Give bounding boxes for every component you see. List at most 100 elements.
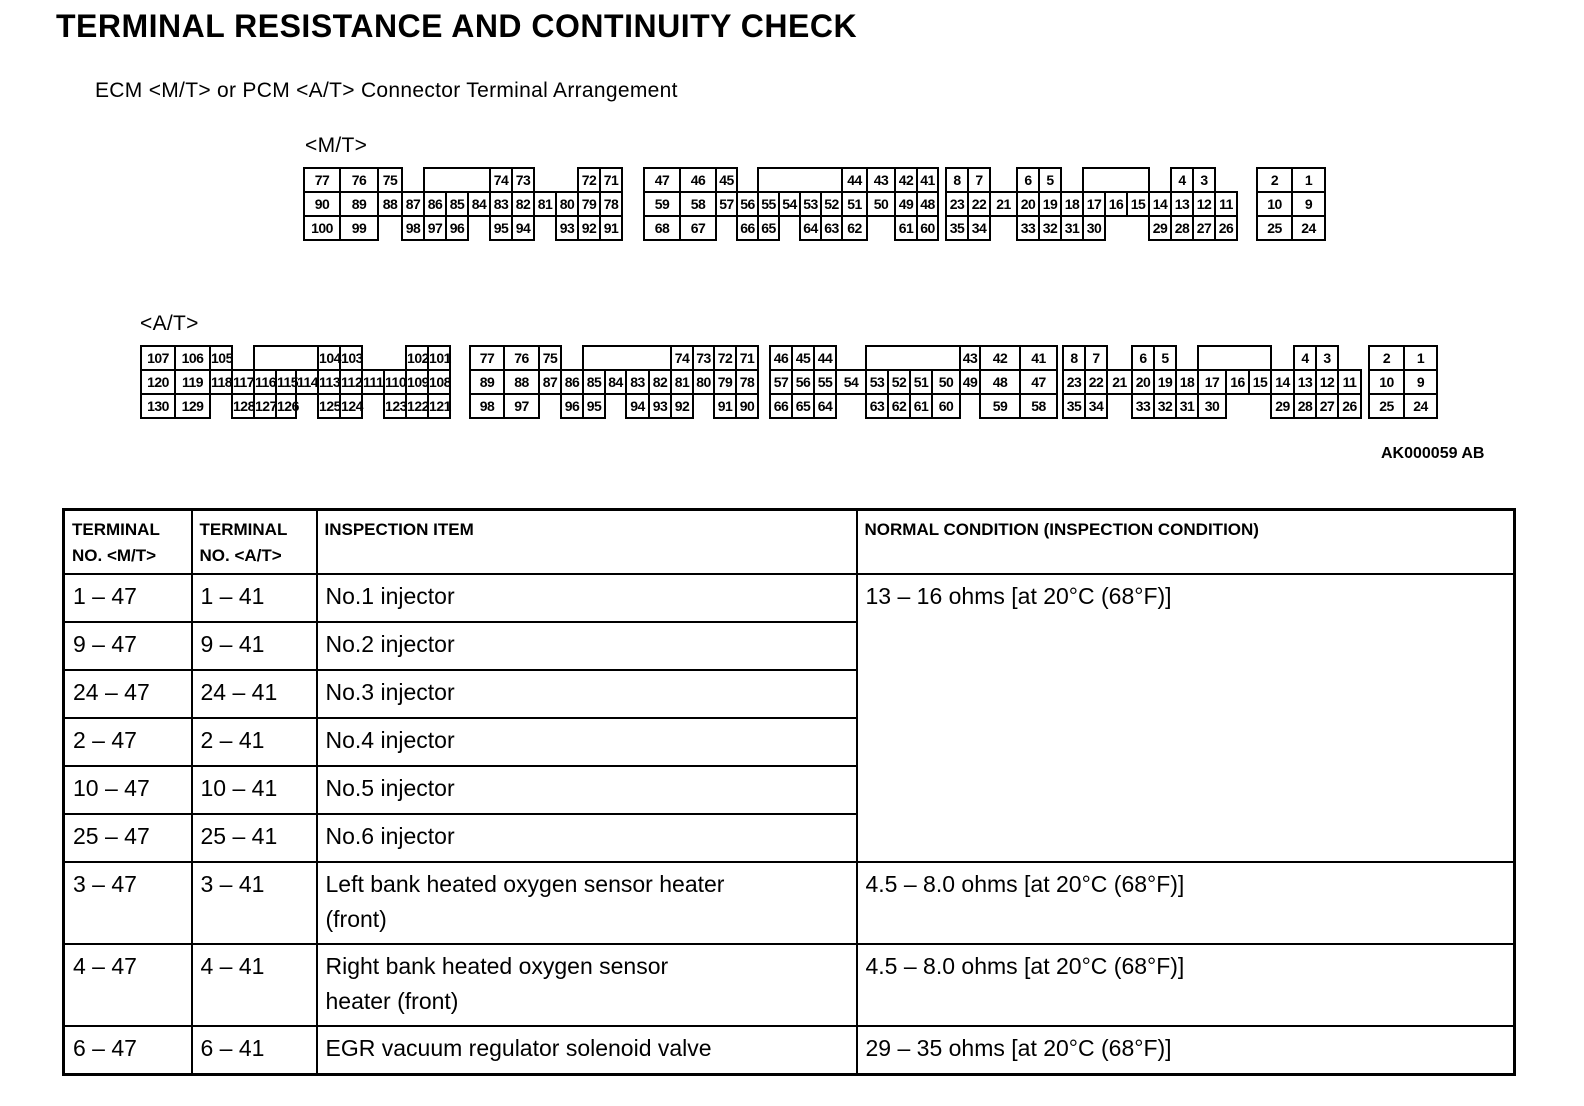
cell-inspection-item: No.2 injector xyxy=(315,621,858,671)
terminal-at-110: 110 xyxy=(383,369,408,395)
terminal-at-35: 35 xyxy=(1062,393,1087,419)
terminal-mt-28: 28 xyxy=(1170,215,1195,241)
connector-keyway xyxy=(1197,345,1273,371)
terminal-at-96: 96 xyxy=(560,393,585,419)
terminal-mt-57: 57 xyxy=(715,191,739,217)
terminal-at-4: 4 xyxy=(1293,345,1318,371)
terminal-at-71: 71 xyxy=(735,345,760,371)
connector-gap xyxy=(402,168,424,192)
terminal-at-13: 13 xyxy=(1293,369,1318,395)
cell-inspection-item: No.3 injector xyxy=(315,669,858,719)
connector-gap xyxy=(737,168,758,192)
cell-terminal-at: 10 – 41 xyxy=(190,765,318,815)
cell-terminal-mt: 1 – 47 xyxy=(62,573,193,623)
terminal-mt-29: 29 xyxy=(1148,215,1173,241)
terminal-mt-81: 81 xyxy=(533,191,558,217)
terminal-mt-16: 16 xyxy=(1104,191,1129,217)
terminal-mt-50: 50 xyxy=(866,191,897,217)
terminal-at-129: 129 xyxy=(174,393,211,419)
terminal-mt-23: 23 xyxy=(945,191,970,217)
terminal-mt-99: 99 xyxy=(339,215,379,241)
connector-gap xyxy=(1061,168,1083,192)
terminal-at-86: 86 xyxy=(560,369,585,395)
terminal-at-118: 118 xyxy=(209,369,233,395)
terminal-at-56: 56 xyxy=(791,369,816,395)
at-connector-label: <A/T> xyxy=(140,312,199,335)
terminal-at-7: 7 xyxy=(1084,345,1109,371)
terminal-at-117: 117 xyxy=(231,369,255,395)
terminal-at-20: 20 xyxy=(1131,369,1156,395)
terminal-at-1: 1 xyxy=(1403,345,1439,371)
terminal-mt-75: 75 xyxy=(377,167,403,193)
terminal-mt-88: 88 xyxy=(377,191,403,217)
terminal-mt-65: 65 xyxy=(757,215,781,241)
terminal-at-80: 80 xyxy=(692,369,716,395)
connector-gap xyxy=(1176,346,1198,370)
connector-gap xyxy=(468,216,490,240)
cell-inspection-item: No.5 injector xyxy=(315,765,858,815)
connector-gap xyxy=(534,168,578,192)
connector-gap xyxy=(362,346,406,370)
connector-gap xyxy=(378,216,402,240)
connector-gap xyxy=(836,346,866,370)
terminal-mt-96: 96 xyxy=(445,215,469,241)
cell-inspection-item: No.6 injector xyxy=(315,813,858,863)
terminal-at-127: 127 xyxy=(253,393,277,419)
terminal-mt-1: 1 xyxy=(1291,167,1327,193)
column-header-1: TERMINAL NO. <A/T> xyxy=(190,508,318,575)
terminal-at-85: 85 xyxy=(582,369,607,395)
connector-gap xyxy=(716,216,737,240)
terminal-at-25: 25 xyxy=(1368,393,1406,419)
cell-inspection-item: No.4 injector xyxy=(315,717,858,767)
terminal-at-114: 114 xyxy=(294,369,320,395)
terminal-mt-54: 54 xyxy=(778,191,802,217)
cell-normal-condition: 4.5 – 8.0 ohms [at 20°C (68°F)] xyxy=(855,861,1516,945)
terminal-at-76: 76 xyxy=(503,345,541,371)
connector-gap xyxy=(1226,394,1271,418)
cell-terminal-at: 24 – 41 xyxy=(190,669,318,719)
terminal-mt-84: 84 xyxy=(466,191,492,217)
connector-gap xyxy=(534,216,556,240)
terminal-at-47: 47 xyxy=(1019,369,1059,395)
terminal-at-2: 2 xyxy=(1368,345,1406,371)
terminal-mt-20: 20 xyxy=(1016,191,1041,217)
terminal-at-111: 111 xyxy=(361,369,386,395)
terminal-at-12: 12 xyxy=(1315,369,1340,395)
cell-terminal-mt: 6 – 47 xyxy=(62,1025,193,1076)
terminal-mt-52: 52 xyxy=(820,191,844,217)
terminal-mt-55: 55 xyxy=(757,191,781,217)
connector-gap xyxy=(1149,168,1171,192)
terminal-at-123: 123 xyxy=(383,393,407,419)
terminal-at-106: 106 xyxy=(174,345,211,371)
terminal-at-113: 113 xyxy=(317,369,342,395)
cell-terminal-mt: 10 – 47 xyxy=(62,765,193,815)
terminal-mt-3: 3 xyxy=(1192,167,1217,193)
terminal-mt-87: 87 xyxy=(401,191,425,217)
connector-keyway xyxy=(757,167,844,193)
terminal-at-90: 90 xyxy=(735,393,760,419)
terminal-at-15: 15 xyxy=(1248,369,1273,395)
terminal-mt-26: 26 xyxy=(1214,215,1239,241)
cell-terminal-mt: 4 – 47 xyxy=(62,943,193,1027)
inspection-table: TERMINAL NO. <M/T>TERMINAL NO. <A/T>INSP… xyxy=(62,508,1516,1076)
terminal-at-120: 120 xyxy=(140,369,176,395)
cell-terminal-mt: 24 – 47 xyxy=(62,669,193,719)
terminal-at-41: 41 xyxy=(1019,345,1059,371)
terminal-mt-51: 51 xyxy=(841,191,869,217)
terminal-at-27: 27 xyxy=(1315,393,1340,419)
terminal-mt-72: 72 xyxy=(577,167,602,193)
terminal-at-105: 105 xyxy=(209,345,233,371)
section-subtitle: ECM <M/T> or PCM <A/T> Connector Termina… xyxy=(95,79,678,102)
